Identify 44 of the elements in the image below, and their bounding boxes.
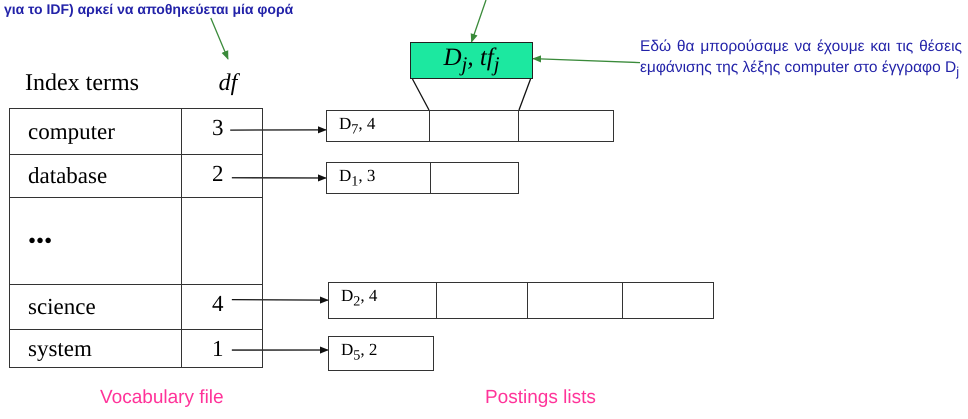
term-label: ••• — [28, 228, 52, 254]
entry-label: D$_{j}$, tf$_{j}$ — [443, 44, 500, 77]
annotation-text: Εδώ θα μπορούσαμε να έχουμε και τις θέσεις εμφάνισης της λέξης computer στο έγγραφο D$_{j}$ — [640, 37, 962, 82]
posting-label: D$_{1}$, 3 — [339, 166, 376, 190]
posting-cell — [326, 110, 430, 142]
df-value: 2 — [212, 161, 224, 187]
df-value: 1 — [212, 336, 224, 362]
note-text: για το IDF) αρκεί να αποθηκεύεται μία φορά — [4, 1, 294, 17]
posting-cell — [518, 110, 614, 142]
connector-line — [412, 78, 430, 110]
posting-label: D$_{2}$, 4 — [341, 286, 378, 310]
section-caption: Vocabulary file — [100, 387, 224, 409]
leader-arrow — [532, 55, 640, 64]
connector-line — [518, 78, 532, 110]
arrow — [232, 174, 327, 182]
posting-cell — [326, 162, 431, 194]
term-label: system — [28, 336, 92, 362]
term-label: database — [28, 163, 108, 189]
column-header: Index terms — [25, 70, 139, 97]
term-cell — [9, 108, 182, 155]
df-cell — [181, 108, 263, 155]
posting-cell — [527, 282, 623, 319]
posting-label: D$_{7}$, 4 — [339, 114, 376, 138]
term-label: computer — [28, 118, 115, 144]
df-cell — [181, 329, 263, 368]
df-value: 4 — [212, 291, 224, 317]
arrow — [232, 346, 329, 354]
column-header: df — [218, 70, 238, 96]
df-value: 3 — [212, 115, 224, 141]
posting-cell — [328, 336, 434, 371]
leader-arrow — [470, 0, 487, 43]
posting-label: D$_{5}$, 2 — [341, 340, 378, 364]
posting-cell — [430, 162, 519, 194]
arrow — [230, 126, 327, 134]
posting-cell — [328, 282, 437, 319]
posting-cell — [429, 110, 519, 142]
arrow — [232, 296, 329, 304]
term-label: science — [28, 294, 96, 320]
posting-cell — [622, 282, 714, 319]
highlighted-entry-box — [410, 42, 533, 79]
posting-cell — [436, 282, 528, 319]
section-caption: Postings lists — [485, 387, 596, 409]
leader-arrow — [210, 18, 229, 60]
term-cell — [9, 329, 182, 368]
